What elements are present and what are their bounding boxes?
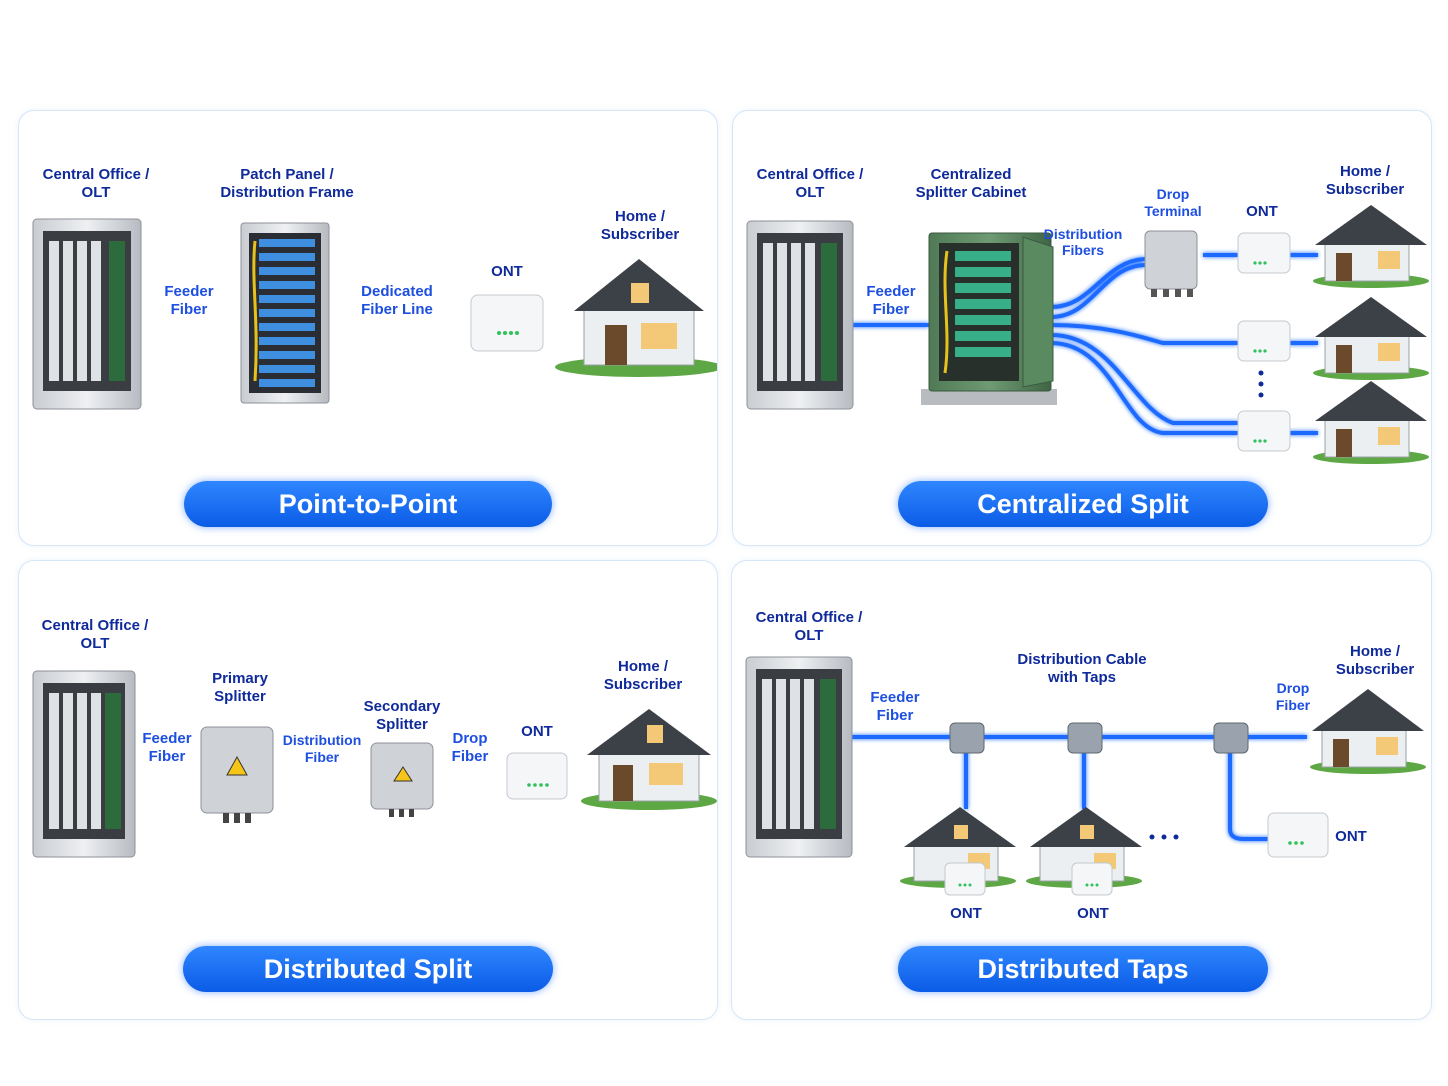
panel-title-centralized-split: Centralized Split xyxy=(898,481,1268,527)
olt-rack-icon xyxy=(745,656,853,858)
distributed-taps-diagram xyxy=(745,656,1426,896)
label-home-subscriber: Home /Subscriber xyxy=(600,208,680,243)
olt-rack-icon xyxy=(32,218,142,410)
house-icon xyxy=(581,709,717,810)
olt-rack-icon xyxy=(32,670,136,858)
label-central-office: Central Office /OLT xyxy=(42,166,150,201)
label-home-subscriber: Home /Subscriber xyxy=(1335,643,1415,678)
label-central-office: Central Office /OLT xyxy=(755,609,863,644)
label-ont-house-1: ONT xyxy=(950,905,982,922)
house-icon xyxy=(1313,297,1429,380)
p2p-diagram xyxy=(32,218,717,410)
more-ellipsis-icon xyxy=(1149,834,1179,840)
panel-title-distributed-taps: Distributed Taps xyxy=(898,946,1268,992)
label-ont: ONT xyxy=(521,723,553,740)
label-central-office: Central Office /OLT xyxy=(756,166,864,201)
label-ont: ONT xyxy=(1246,203,1278,220)
label-ont-house-2: ONT xyxy=(1077,905,1109,922)
centralized-fiber-lines xyxy=(851,253,1318,435)
panel-title-distributed-split: Distributed Split xyxy=(183,946,553,992)
more-ellipsis-icon xyxy=(1258,370,1264,398)
ont-icon xyxy=(944,812,1329,896)
centralized-diagram xyxy=(746,205,1429,464)
house-icon xyxy=(555,259,717,377)
ont-icon xyxy=(506,752,568,800)
distributed-split-diagram xyxy=(32,670,717,858)
drop-terminal-icon xyxy=(1144,230,1198,297)
label-central-office: Central Office /OLT xyxy=(41,617,149,652)
panel-point-to-point: Central Office /OLT Patch Panel /Distrib… xyxy=(18,110,718,546)
patch-panel-icon xyxy=(240,222,330,404)
ont-icon xyxy=(1237,232,1291,452)
splitter-cabinet-icon xyxy=(921,232,1057,405)
label-home-subscriber: Home /Subscriber xyxy=(603,658,683,693)
tap-icon xyxy=(949,722,1249,754)
primary-splitter-icon xyxy=(200,726,274,823)
label-home-subscriber: Home /Subscriber xyxy=(1325,163,1405,198)
ont-icon xyxy=(470,294,544,352)
olt-rack-icon xyxy=(746,220,854,410)
label-patch-panel: Patch Panel /Distribution Frame xyxy=(220,166,354,201)
secondary-splitter-icon xyxy=(370,742,434,817)
label-ont: ONT xyxy=(491,263,523,280)
label-ont-right: ONT xyxy=(1335,828,1367,845)
house-icon xyxy=(1310,689,1426,774)
panel-title-point-to-point: Point-to-Point xyxy=(184,481,552,527)
house-icon xyxy=(1313,381,1429,464)
house-icon xyxy=(1313,205,1429,288)
